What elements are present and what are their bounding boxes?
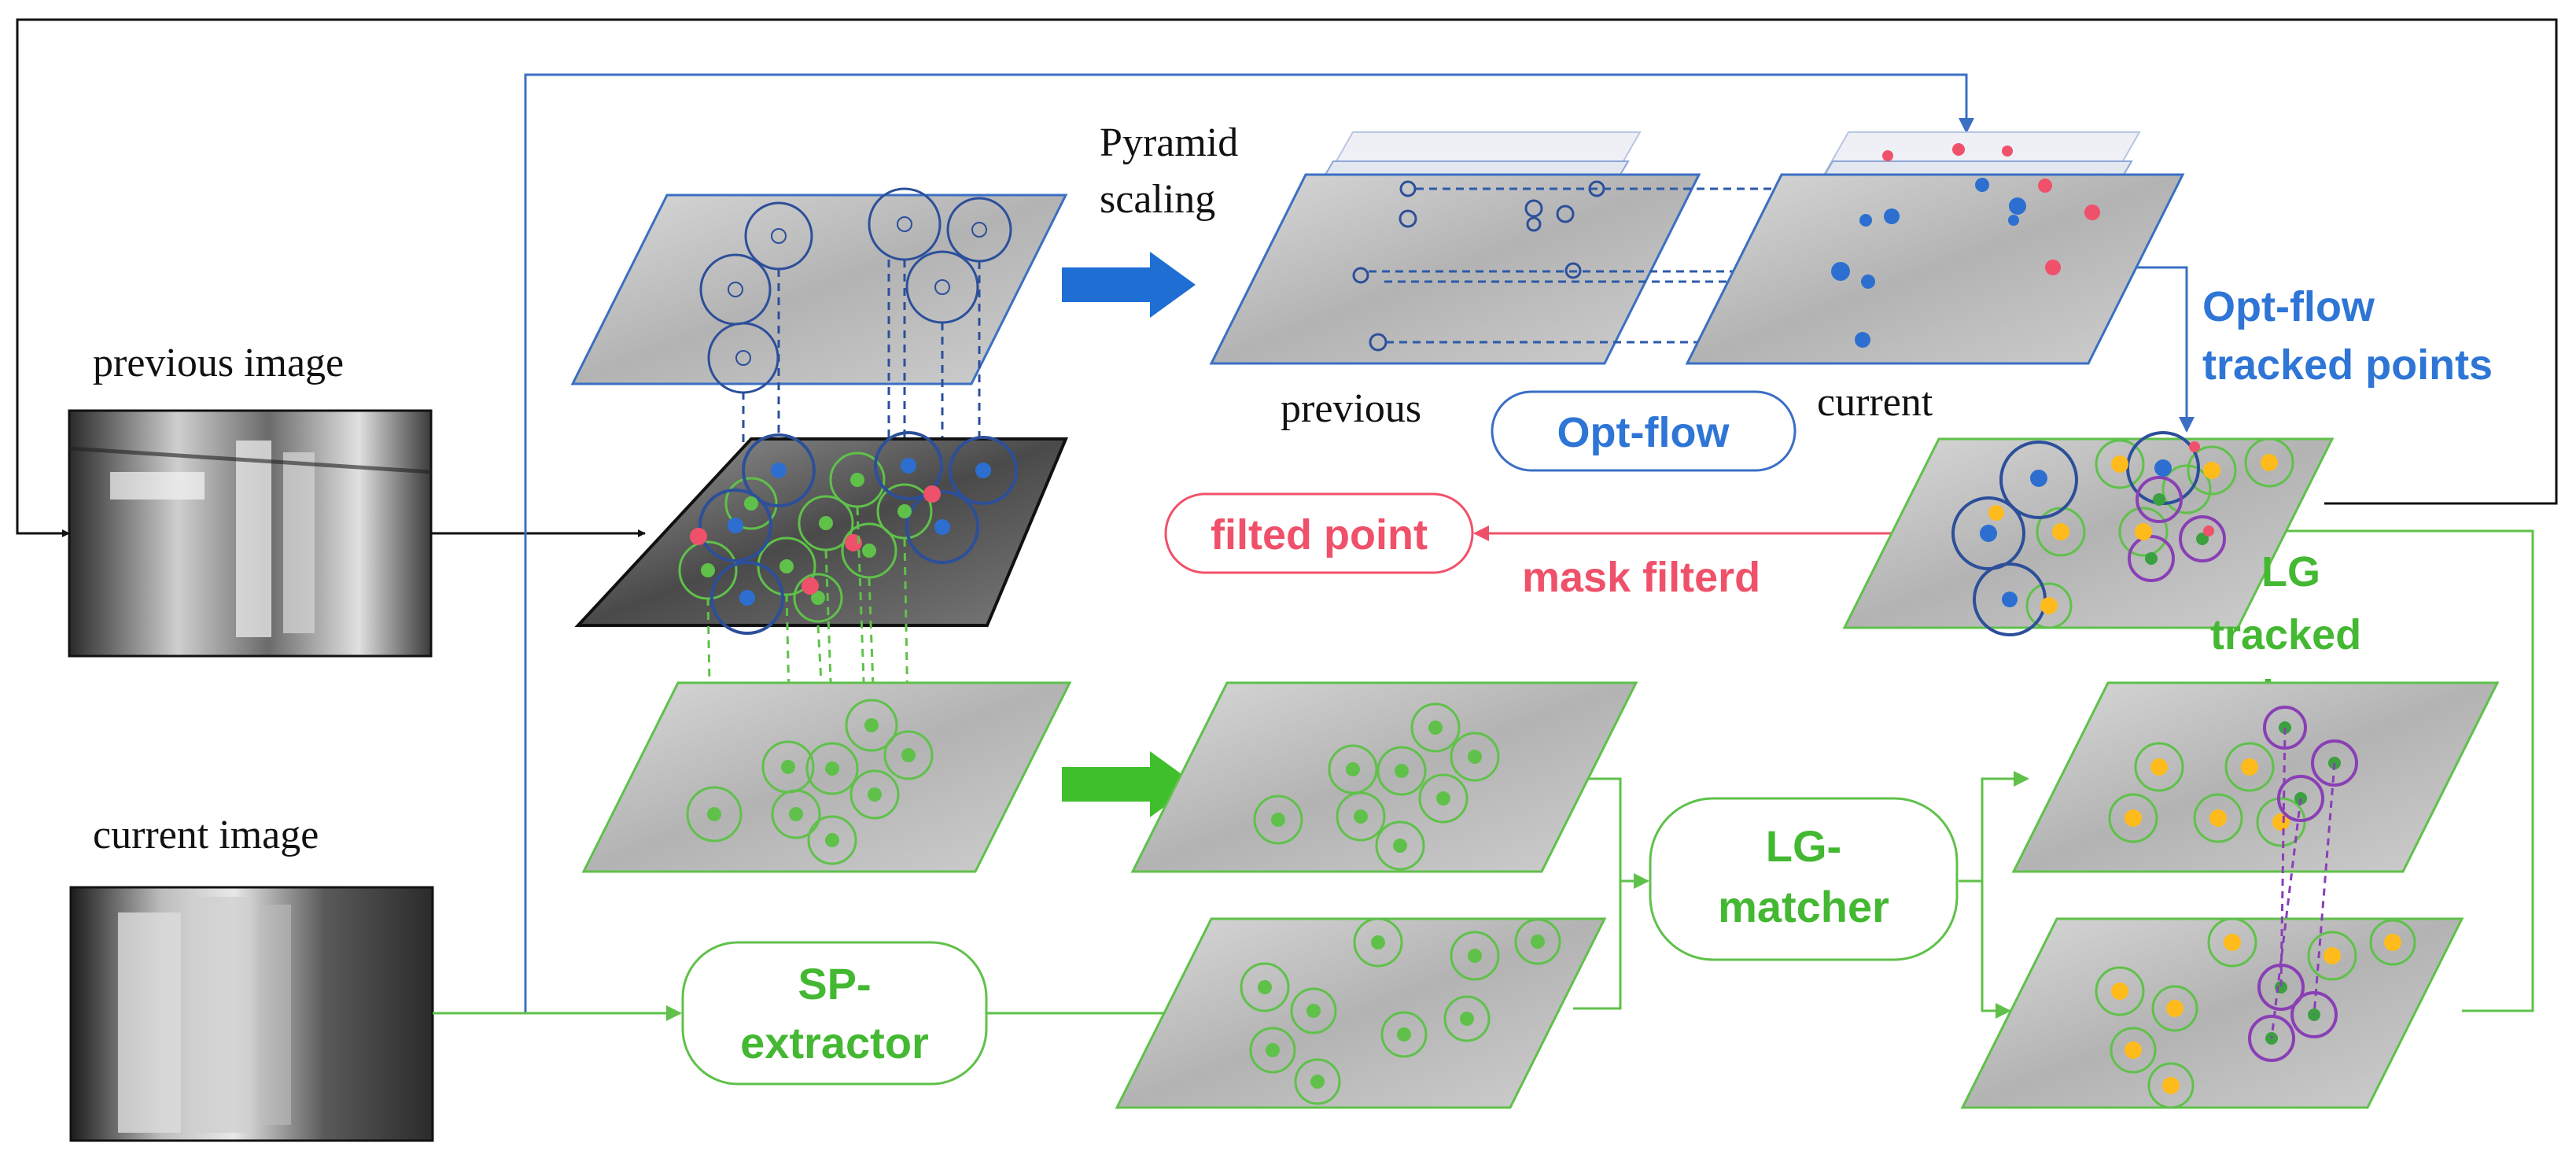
optflow-tracked-label-line1: Opt-flow xyxy=(2202,283,2375,330)
lg-matcher-out xyxy=(1959,777,2028,1011)
pyramid-label-line1: Pyramid xyxy=(1100,120,1238,165)
current-pyramid-stack xyxy=(1685,131,2185,365)
mask-plane xyxy=(574,431,1069,635)
lg-matcher-in-top xyxy=(1573,777,1649,889)
tracked-points-plane xyxy=(1842,431,2335,636)
lg-to-tracked-line xyxy=(2260,523,2534,1012)
previous-label: previous xyxy=(1281,386,1421,431)
previous-image-photo xyxy=(68,409,433,658)
optflow-tracked-label-line2: tracked points xyxy=(2202,341,2493,389)
feature-plane-curr xyxy=(1115,917,1607,1109)
matched-plane-prev xyxy=(2011,681,2500,873)
lg-matcher-label-line1: LG- xyxy=(1766,821,1841,871)
pyramid-keypoint-plane xyxy=(570,187,1068,394)
lg-matcher-label-line2: matcher xyxy=(1718,882,1889,931)
current-image-photo xyxy=(69,886,434,1142)
lg-tracked-label-line1: LG xyxy=(2261,548,2320,595)
sp-extractor-box xyxy=(681,941,988,1086)
opt-flow-box xyxy=(1491,390,1797,472)
mask-filterd-label: mask filterd xyxy=(1522,554,1760,601)
feature-plane-prev xyxy=(1130,681,1638,873)
lg-matcher-in-bottom xyxy=(1573,881,1622,1010)
matched-plane-curr xyxy=(1960,917,2464,1109)
filted-point-box xyxy=(1164,492,1474,574)
match-dashed-lines xyxy=(2270,727,2336,1039)
filted-point-label: filted point xyxy=(1211,511,1428,559)
current-image-label: current image xyxy=(93,813,319,857)
sp-extractor-label-line2: extractor xyxy=(740,1018,929,1067)
pyramid-arrow xyxy=(1062,252,1196,318)
lg-tracked-label-line2: tracked xyxy=(2210,611,2361,658)
previous-image-label: previous image xyxy=(93,341,344,385)
feature-arrow xyxy=(1062,751,1196,817)
feedback-loop-line xyxy=(16,18,2558,537)
lg-matcher-box xyxy=(1649,797,1959,961)
sp-extractor-label-line1: SP- xyxy=(798,959,871,1008)
opt-flow-label: Opt-flow xyxy=(1557,409,1730,456)
extracted-points-plane xyxy=(581,681,1072,873)
previous-pyramid-stack xyxy=(1209,131,1701,365)
pyramid-label-line2: scaling xyxy=(1100,177,1215,222)
current-label: current xyxy=(1817,380,1933,425)
